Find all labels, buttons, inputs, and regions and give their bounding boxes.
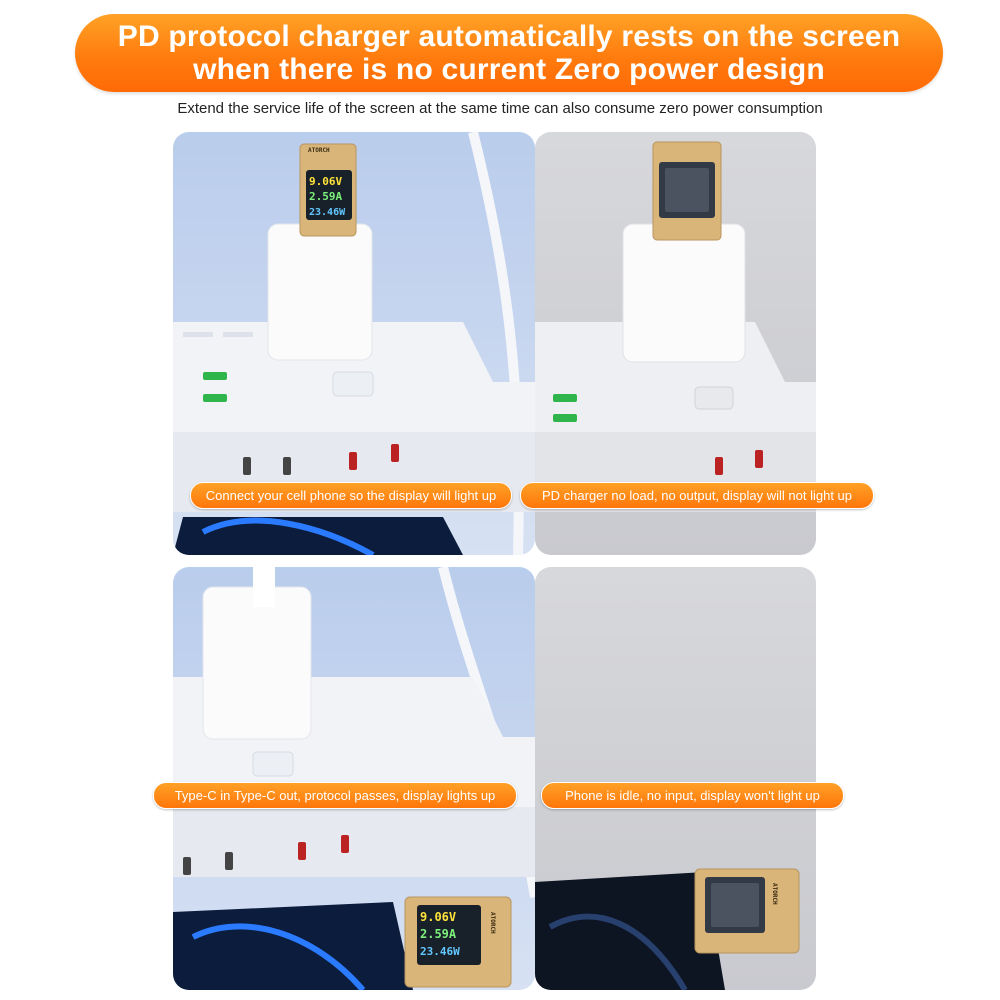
scene-typec-lit [173, 567, 535, 990]
meter-voltage-2: 9.06V [420, 910, 456, 924]
caption-no-load: PD charger no load, no output, display w… [520, 482, 874, 509]
meter-readout-lit-2: 9.06V 2.59A 23.46W ATORCH [420, 910, 496, 958]
meter-voltage: 9.06V [309, 175, 342, 188]
headline-banner: PD protocol charger automatically rests … [75, 14, 943, 92]
panel-phone-connected: ATORCH 9.06V 2.59A 23.46W [173, 132, 535, 555]
panel-phone-idle: ATORCH [535, 567, 816, 990]
headline-line-1: PD protocol charger automatically rests … [117, 20, 901, 53]
meter-brand: ATORCH [308, 147, 330, 154]
subtitle: Extend the service life of the screen at… [177, 100, 823, 117]
meter-brand-2: ATORCH [489, 912, 496, 934]
caption-typec-passthrough: Type-C in Type-C out, protocol passes, d… [153, 782, 517, 809]
caption-phone-idle: Phone is idle, no input, display won't l… [541, 782, 844, 809]
meter-brand-3: ATORCH [771, 883, 778, 905]
meter-power: 23.46W [309, 207, 346, 218]
scene-idle-off [535, 868, 800, 990]
meter-current: 2.59A [309, 190, 342, 203]
meter-label-off: ATORCH [771, 883, 778, 905]
headline-line-2: when there is no current Zero power desi… [193, 53, 825, 86]
meter-power-2: 23.46W [420, 945, 460, 958]
caption-phone-connected: Connect your cell phone so the display w… [190, 482, 512, 509]
scene-charger-lit [173, 132, 535, 555]
meter-readout-lit: ATORCH 9.06V 2.59A 23.46W [308, 147, 346, 218]
meter-current-2: 2.59A [420, 927, 457, 941]
panel-typec-passthrough: 9.06V 2.59A 23.46W ATORCH [173, 567, 535, 990]
